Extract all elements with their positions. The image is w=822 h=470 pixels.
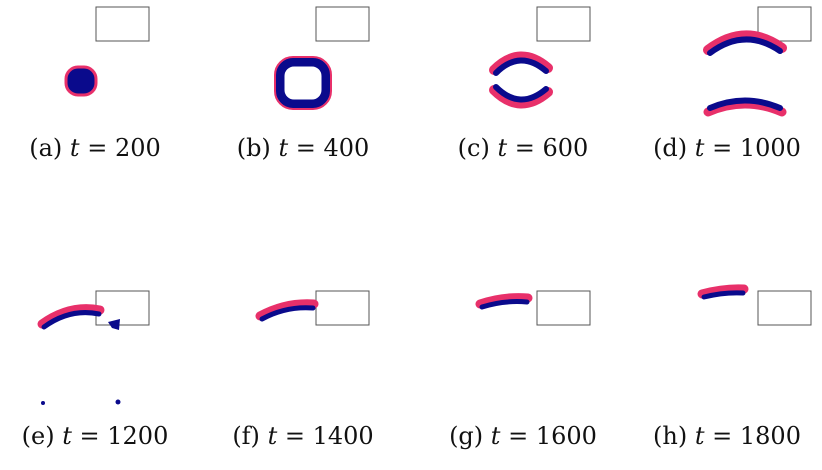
caption-f: (f) t = 1400	[232, 422, 374, 450]
film-arc-core	[701, 290, 746, 300]
droplet-ring-outline	[274, 56, 332, 110]
film-lower	[489, 85, 553, 109]
film-arc-core	[41, 310, 102, 330]
film-upper	[489, 51, 553, 75]
panel-a: (a) t = 200	[0, 0, 190, 210]
obstacle-box	[757, 6, 812, 42]
film-upper-core	[707, 36, 783, 56]
film-arc	[475, 293, 533, 309]
film-lower-core	[707, 97, 783, 111]
droplet-residue	[115, 399, 121, 405]
panel-g-plot	[475, 290, 591, 326]
panel-a-plot	[64, 6, 150, 97]
panel-d: (d) t = 1000	[632, 0, 822, 210]
film-upper-core	[493, 57, 549, 76]
caption-a: (a) t = 200	[29, 134, 161, 162]
film-arc	[697, 284, 749, 299]
obstacle-box	[536, 6, 591, 42]
caption-c: (c) t = 600	[457, 134, 589, 162]
droplet	[64, 65, 98, 97]
panel-f: (f) t = 1400	[208, 260, 398, 470]
caption-b: (b) t = 400	[236, 134, 370, 162]
panel-h: (h) t = 1800	[632, 260, 822, 470]
panel-e-plot	[37, 290, 150, 405]
panel-d-plot	[703, 6, 812, 117]
panel-c-plot	[489, 6, 591, 109]
panel-e: (e) t = 1200	[0, 260, 190, 470]
caption-e: (e) t = 1200	[21, 422, 169, 450]
film-upper	[703, 30, 787, 55]
obstacle-box	[757, 290, 812, 326]
film-arc-core	[259, 305, 316, 322]
film-arc	[255, 299, 319, 321]
obstacle-box	[536, 290, 591, 326]
droplet-ring	[275, 57, 331, 109]
obstacle-box	[315, 6, 370, 42]
panel-c: (c) t = 600	[428, 0, 618, 210]
obstacle-box	[95, 6, 150, 42]
panel-f-plot	[255, 290, 370, 326]
film-arc	[37, 304, 105, 329]
caption-g: (g) t = 1600	[449, 422, 597, 450]
film-arc-core	[479, 299, 530, 310]
caption-h: (h) t = 1800	[653, 422, 801, 450]
panel-h-plot	[697, 284, 812, 326]
obstacle-box	[315, 290, 370, 326]
film-lower	[703, 99, 787, 117]
caption-d: (d) t = 1000	[653, 134, 801, 162]
droplet-residue	[41, 401, 45, 405]
film-lower-core	[493, 84, 549, 103]
panel-b-plot	[274, 6, 370, 110]
panel-g: (g) t = 1600	[428, 260, 618, 470]
film-fragment	[108, 319, 120, 330]
panel-b: (b) t = 400	[208, 0, 398, 210]
